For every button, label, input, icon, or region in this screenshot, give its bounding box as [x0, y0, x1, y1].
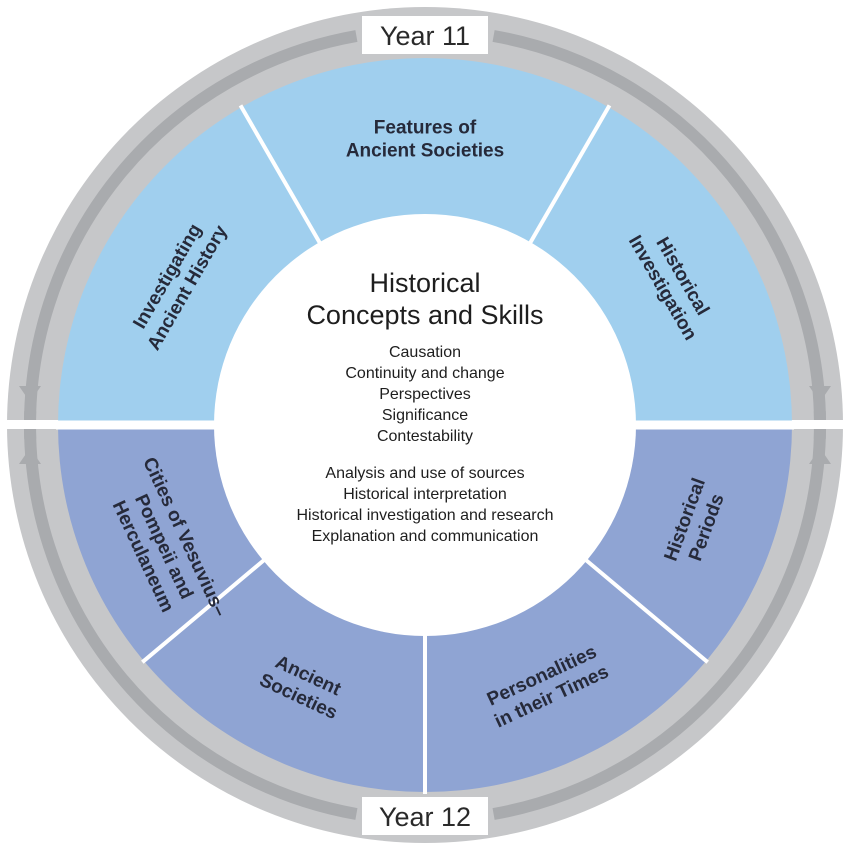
skill-item: Explanation and communication — [312, 528, 539, 545]
arrow-track-bottom-left — [24, 411, 358, 820]
up-arrow-icon — [19, 448, 41, 464]
concept-item: Contestability — [377, 428, 473, 445]
down-arrow-icon — [19, 386, 41, 402]
year-12-label-background — [362, 797, 488, 835]
arrow-track-top-left — [24, 30, 358, 439]
skill-item: Historical interpretation — [343, 486, 507, 503]
segment-label-line: Ancient Societies — [346, 141, 504, 162]
skill-item: Analysis and use of sources — [325, 465, 524, 482]
year-12-label: Year 12 — [379, 802, 471, 832]
segment-divider — [238, 104, 326, 251]
segment-divider — [524, 104, 612, 251]
concept-item: Significance — [382, 407, 468, 424]
up-arrow-icon — [809, 448, 831, 464]
down-arrow-icon — [809, 386, 831, 402]
center-title-line: Concepts and Skills — [306, 300, 543, 330]
concept-item: Perspectives — [379, 386, 471, 403]
concept-item: Causation — [389, 344, 461, 361]
year-labels: Year 11 Year 12 — [362, 16, 488, 835]
arrow-track-bottom-right — [492, 411, 826, 820]
arrow-track-top-right — [492, 30, 826, 439]
segment-divider — [141, 553, 271, 664]
year-11-label: Year 11 — [380, 21, 470, 51]
year-11-label-background — [362, 16, 488, 54]
center-title-line: Historical — [369, 268, 480, 298]
skill-item: Historical investigation and research — [296, 507, 553, 524]
concept-item: Continuity and change — [345, 365, 504, 382]
segment-divider — [579, 553, 709, 664]
segment-label-line: Features of — [374, 118, 477, 139]
center-circle — [214, 214, 636, 636]
